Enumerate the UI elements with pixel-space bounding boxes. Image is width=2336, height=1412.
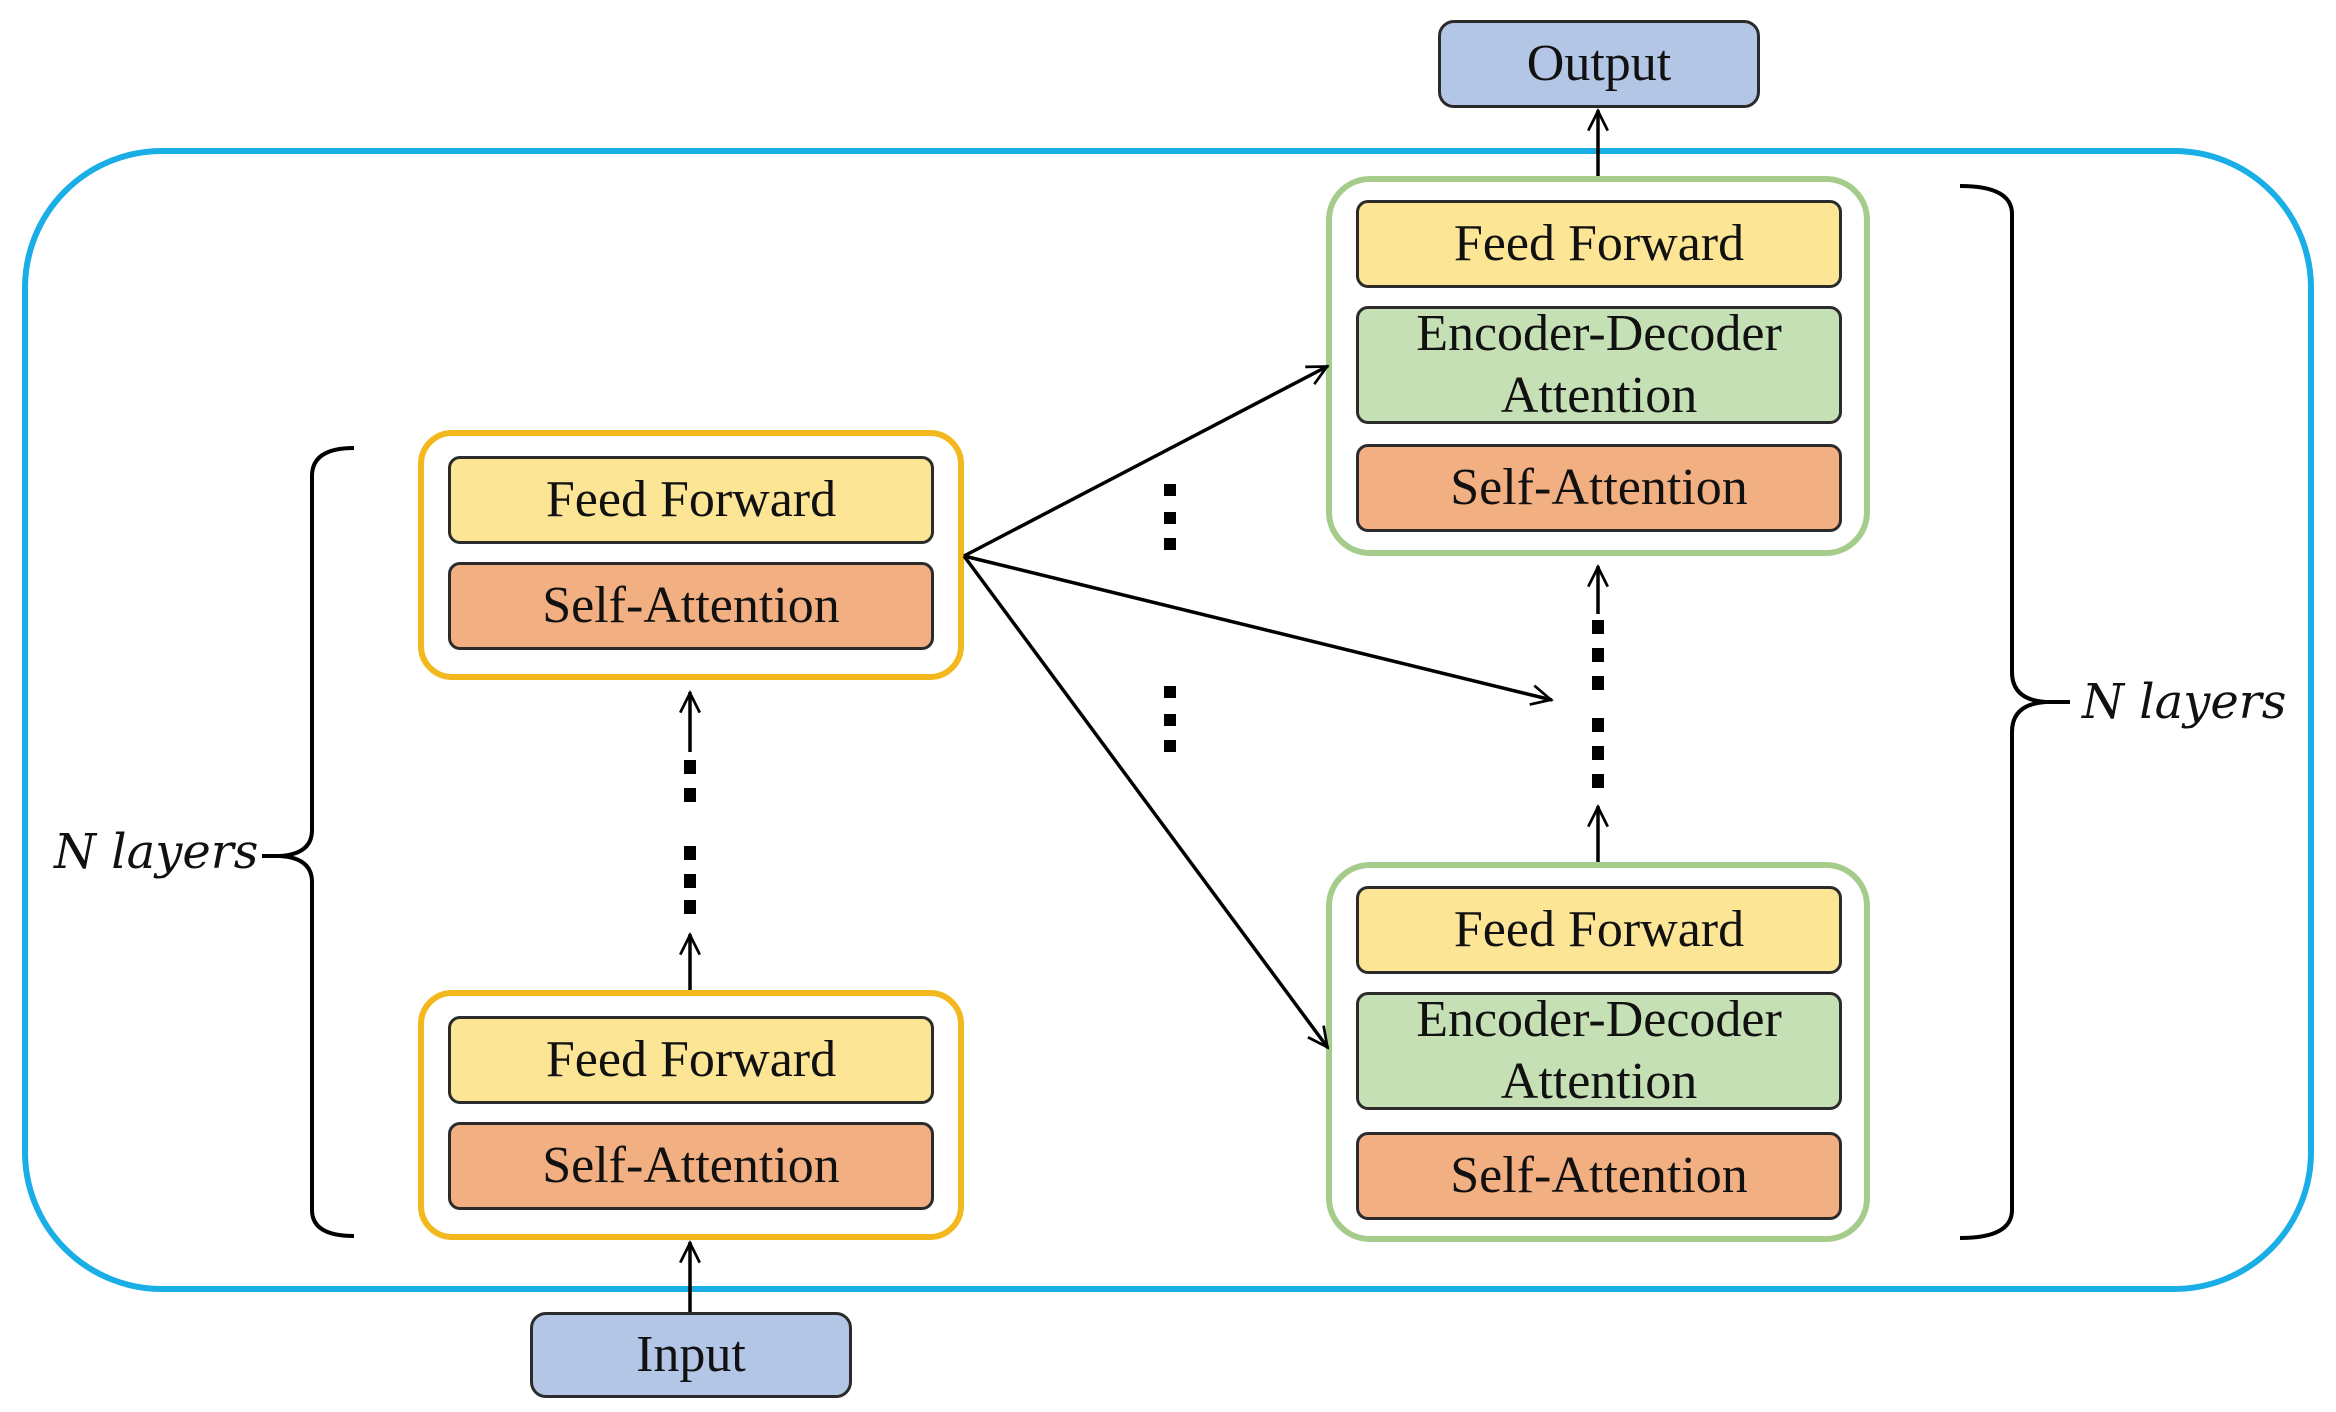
encoder-top-self-attention-label: Self-Attention [542, 577, 840, 634]
decoder-bottom-self-attention: Self-Attention [1356, 1132, 1842, 1220]
output-box: Output [1438, 20, 1760, 108]
encoder-bottom-feed-forward-label: Feed Forward [545, 1031, 837, 1088]
decoder-top-enc-dec-attention-label: Encoder-Decoder Attention [1416, 305, 1782, 424]
encoder-top-self-attention: Self-Attention [448, 562, 934, 650]
decoder-top-enc-dec-attention: Encoder-Decoder Attention [1356, 305, 1842, 424]
decoder-bottom-feed-forward: Feed Forward [1356, 886, 1842, 974]
decoder-top-feed-forward-label: Feed Forward [1453, 215, 1745, 272]
decoder-top-self-attention: Self-Attention [1356, 444, 1842, 532]
decoder-bottom-feed-forward-label: Feed Forward [1453, 901, 1745, 958]
encoder-bottom-feed-forward: Feed Forward [448, 1016, 934, 1104]
encoder-n-layers-label: N layers [54, 824, 259, 880]
decoder-bottom-enc-dec-attention-label: Encoder-Decoder Attention [1416, 991, 1782, 1110]
encoder-bottom-self-attention: Self-Attention [448, 1122, 934, 1210]
input-label: Input [636, 1326, 746, 1383]
encoder-top-feed-forward-label: Feed Forward [545, 471, 837, 528]
encoder-top-feed-forward: Feed Forward [448, 456, 934, 544]
decoder-top-self-attention-label: Self-Attention [1450, 459, 1748, 516]
model-container [22, 148, 2314, 1292]
output-label: Output [1526, 35, 1672, 92]
decoder-n-layers-label: N layers [2082, 674, 2287, 730]
input-box: Input [530, 1312, 852, 1398]
decoder-bottom-self-attention-label: Self-Attention [1450, 1147, 1748, 1204]
decoder-top-feed-forward: Feed Forward [1356, 200, 1842, 288]
decoder-bottom-enc-dec-attention: Encoder-Decoder Attention [1356, 991, 1842, 1110]
encoder-bottom-self-attention-label: Self-Attention [542, 1137, 840, 1194]
